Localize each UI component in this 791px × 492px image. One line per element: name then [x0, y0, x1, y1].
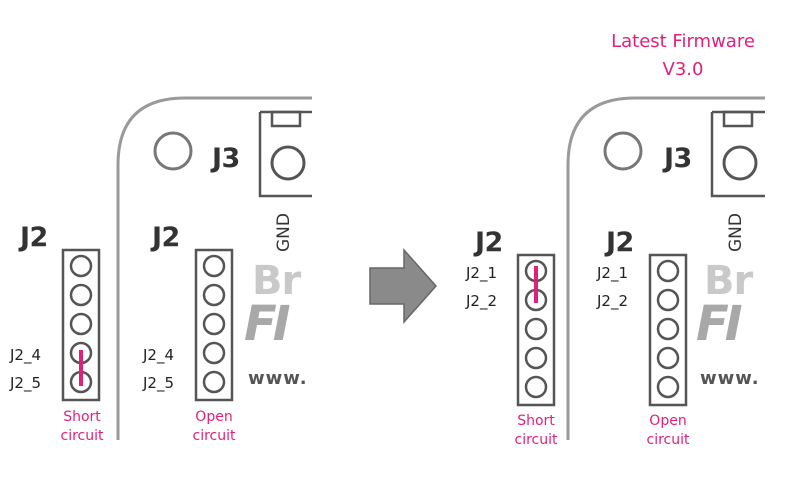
board-edge-right	[566, 96, 765, 440]
pin-header-right-short	[516, 253, 556, 407]
j2-open-title: J2	[606, 227, 634, 258]
caption-line1: Open	[195, 409, 233, 425]
brand-logo-right: Br FI www.	[696, 258, 760, 389]
caption-line1: Short	[63, 409, 101, 425]
pin-label-j2-1: J2_1	[597, 264, 629, 282]
pin-label-j2-5: J2_5	[143, 374, 175, 392]
gnd-label: GND	[274, 213, 294, 252]
mounting-hole-left	[153, 131, 193, 171]
caption-line2: circuit	[60, 428, 104, 444]
firmware-title-line1: Latest Firmware	[611, 31, 755, 52]
pin-label-j2-4: J2_4	[10, 346, 42, 364]
pin-label-j2-2: J2_2	[597, 292, 629, 310]
caption-line2: circuit	[646, 432, 690, 448]
firmware-version: V3.0	[662, 59, 704, 80]
j3-label: J3	[212, 143, 240, 174]
pin-header-left-open	[194, 248, 234, 402]
pin-header-right-open	[648, 253, 688, 407]
j2-short-title: J2	[475, 227, 503, 258]
pin-label-j2-1: J2_1	[466, 264, 498, 282]
arrow-icon	[369, 248, 438, 324]
j3-connector-left	[258, 110, 312, 198]
pin-header-left-short	[61, 248, 101, 402]
firmware-title: Latest Firmware V3.0	[578, 28, 788, 84]
pin-label-j2-2: J2_2	[466, 292, 498, 310]
caption-line2: circuit	[514, 432, 558, 448]
board-edge-left	[116, 96, 312, 440]
short-circuit-caption: Short circuit	[52, 408, 112, 446]
j2-short-title: J2	[20, 222, 48, 253]
mounting-hole-right	[603, 131, 643, 171]
pin-label-j2-4: J2_4	[143, 346, 175, 364]
caption-line2: circuit	[192, 428, 236, 444]
j3-label: J3	[664, 143, 692, 174]
short-circuit-caption: Short circuit	[506, 412, 566, 450]
j2-open-title: J2	[152, 222, 180, 253]
open-circuit-caption: Open circuit	[184, 408, 244, 446]
open-circuit-caption: Open circuit	[638, 412, 698, 450]
caption-line1: Short	[517, 413, 555, 429]
caption-line1: Open	[649, 413, 687, 429]
pin-label-j2-5: J2_5	[10, 374, 42, 392]
brand-logo-left: Br FI www.	[244, 258, 308, 389]
j3-connector-right	[710, 110, 765, 198]
gnd-label: GND	[726, 213, 746, 252]
